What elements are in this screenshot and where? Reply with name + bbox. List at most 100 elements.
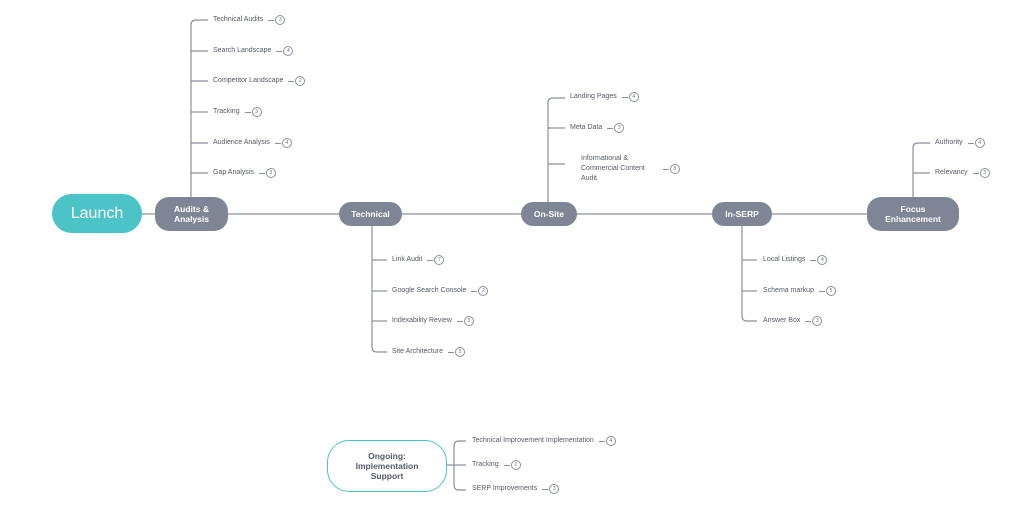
- connector-dash: [662, 168, 669, 170]
- ongoing-node[interactable]: Ongoing: Implementation Support: [327, 440, 447, 492]
- count-badge[interactable]: 8: [669, 164, 680, 174]
- leaf-item[interactable]: Relevancy 3: [935, 168, 990, 178]
- count-badge[interactable]: 2: [295, 76, 306, 86]
- leaf-label: Site Architecture: [392, 348, 443, 355]
- count-badge[interactable]: 5: [454, 347, 465, 357]
- leaf-item[interactable]: Landing Pages 4: [570, 92, 639, 102]
- leaf-item[interactable]: Technical Audits 3: [213, 15, 286, 25]
- branch-label: Technical: [351, 209, 390, 219]
- leaf-label: Technical Improvement Implementation: [472, 437, 594, 444]
- count-badge[interactable]: 3: [251, 107, 262, 117]
- branch-node-onsite[interactable]: On-Site: [521, 202, 577, 226]
- connector-dash: [456, 320, 463, 322]
- leaf-item[interactable]: Authority 4: [935, 138, 985, 148]
- item-connector-curve: [453, 484, 466, 491]
- item-connector-curve: [453, 440, 466, 447]
- root-node-label: Launch: [70, 204, 124, 222]
- count-badge[interactable]: 3: [265, 168, 276, 178]
- leaf-label: Gap Analysis: [213, 169, 254, 176]
- connector-dash: [244, 111, 251, 113]
- connector-dash: [276, 50, 283, 52]
- ongoing-label: Ongoing: Implementation Support: [355, 451, 419, 481]
- leaf-label: Authority: [935, 139, 963, 146]
- leaf-label: Relevancy: [935, 169, 968, 176]
- count-badge[interactable]: 3: [549, 484, 560, 494]
- count-badge[interactable]: 2: [478, 286, 489, 296]
- count-badge[interactable]: 7: [434, 255, 445, 265]
- connector-dash: [268, 19, 275, 21]
- leaf-item[interactable]: Meta Data 3: [570, 123, 625, 133]
- leaf-label: Competitor Landscape: [213, 77, 284, 84]
- leaf-item[interactable]: SERP Improvements 3: [472, 484, 560, 494]
- branch-node-technical[interactable]: Technical: [339, 202, 402, 226]
- leaf-item[interactable]: Schema markup 5: [763, 286, 836, 296]
- count-badge[interactable]: 4: [281, 138, 292, 148]
- connector-dash: [258, 172, 265, 174]
- item-connector-curve: [741, 315, 757, 322]
- leaf-label: Search Landscape: [213, 47, 272, 54]
- count-badge[interactable]: 3: [812, 316, 823, 326]
- branch-label: Focus Enhancement: [885, 204, 941, 224]
- leaf-label: Meta Data: [570, 124, 603, 131]
- branch-node-focus[interactable]: Focus Enhancement: [867, 197, 959, 231]
- leaf-label: Technical Audits: [213, 16, 264, 23]
- item-connector-curve: [190, 19, 208, 26]
- connector-dash: [542, 488, 549, 490]
- leaf-item[interactable]: Audience Analysis 4: [213, 138, 292, 148]
- count-badge[interactable]: 3: [614, 123, 625, 133]
- count-badge[interactable]: 4: [974, 138, 985, 148]
- leaf-label: Tracking: [213, 108, 240, 115]
- count-badge[interactable]: 3: [979, 168, 990, 178]
- item-connector-curve: [547, 97, 565, 104]
- leaf-item[interactable]: Technical Improvement Implementation 4: [472, 436, 616, 446]
- connector-dash: [503, 464, 510, 466]
- connector-dash: [818, 290, 825, 292]
- leaf-item[interactable]: Tracking 2: [472, 460, 521, 470]
- count-badge[interactable]: 4: [817, 255, 828, 265]
- count-badge[interactable]: 5: [825, 286, 836, 296]
- branch-node-audits[interactable]: Audits & Analysis: [155, 197, 228, 231]
- count-badge[interactable]: 3: [463, 316, 474, 326]
- connector-dash: [607, 127, 614, 129]
- connector-dash: [621, 96, 628, 98]
- leaf-item[interactable]: Answer Box 3: [763, 316, 823, 326]
- leaf-item[interactable]: Indexability Review 3: [392, 316, 474, 326]
- leaf-item[interactable]: Competitor Landscape 2: [213, 76, 306, 86]
- leaf-item[interactable]: Link Audit 7: [392, 255, 445, 265]
- leaf-label: Answer Box: [763, 317, 801, 324]
- connector-dash: [447, 351, 454, 353]
- count-badge[interactable]: 4: [628, 92, 639, 102]
- leaf-item[interactable]: Google Search Console 2: [392, 286, 489, 296]
- leaf-label: Audience Analysis: [213, 139, 270, 146]
- leaf-item[interactable]: Search Landscape 4: [213, 46, 294, 56]
- leaf-item[interactable]: Informational & Commercial Content Audit…: [581, 154, 680, 184]
- item-connector-curve: [912, 142, 930, 149]
- leaf-label: Local Listings: [763, 256, 806, 263]
- connector-dash: [288, 80, 295, 82]
- leaf-label: Tracking: [472, 461, 499, 468]
- count-badge[interactable]: 3: [275, 15, 286, 25]
- leaf-label: Schema markup: [763, 287, 814, 294]
- leaf-label: Indexability Review: [392, 317, 452, 324]
- item-connector-curve: [371, 346, 387, 353]
- leaf-label: SERP Improvements: [472, 485, 538, 492]
- connector-dash: [967, 142, 974, 144]
- connector-dash: [274, 142, 281, 144]
- leaf-item[interactable]: Local Listings 4: [763, 255, 828, 265]
- leaf-item[interactable]: Site Architecture 5: [392, 347, 465, 357]
- leaf-item[interactable]: Gap Analysis 3: [213, 168, 276, 178]
- branch-label: On-Site: [533, 209, 565, 219]
- leaf-label: Google Search Console: [392, 287, 467, 294]
- leaf-item[interactable]: Tracking 3: [213, 107, 262, 117]
- leaf-label: Informational & Commercial Content Audit: [581, 155, 645, 182]
- branch-node-inserp[interactable]: In-SERP: [712, 202, 772, 226]
- root-node-launch[interactable]: Launch: [52, 194, 142, 233]
- connector-dash: [810, 259, 817, 261]
- count-badge[interactable]: 4: [605, 436, 616, 446]
- count-badge[interactable]: 2: [510, 460, 521, 470]
- connector-dash: [427, 259, 434, 261]
- branch-label: In-SERP: [725, 209, 759, 219]
- count-badge[interactable]: 4: [283, 46, 294, 56]
